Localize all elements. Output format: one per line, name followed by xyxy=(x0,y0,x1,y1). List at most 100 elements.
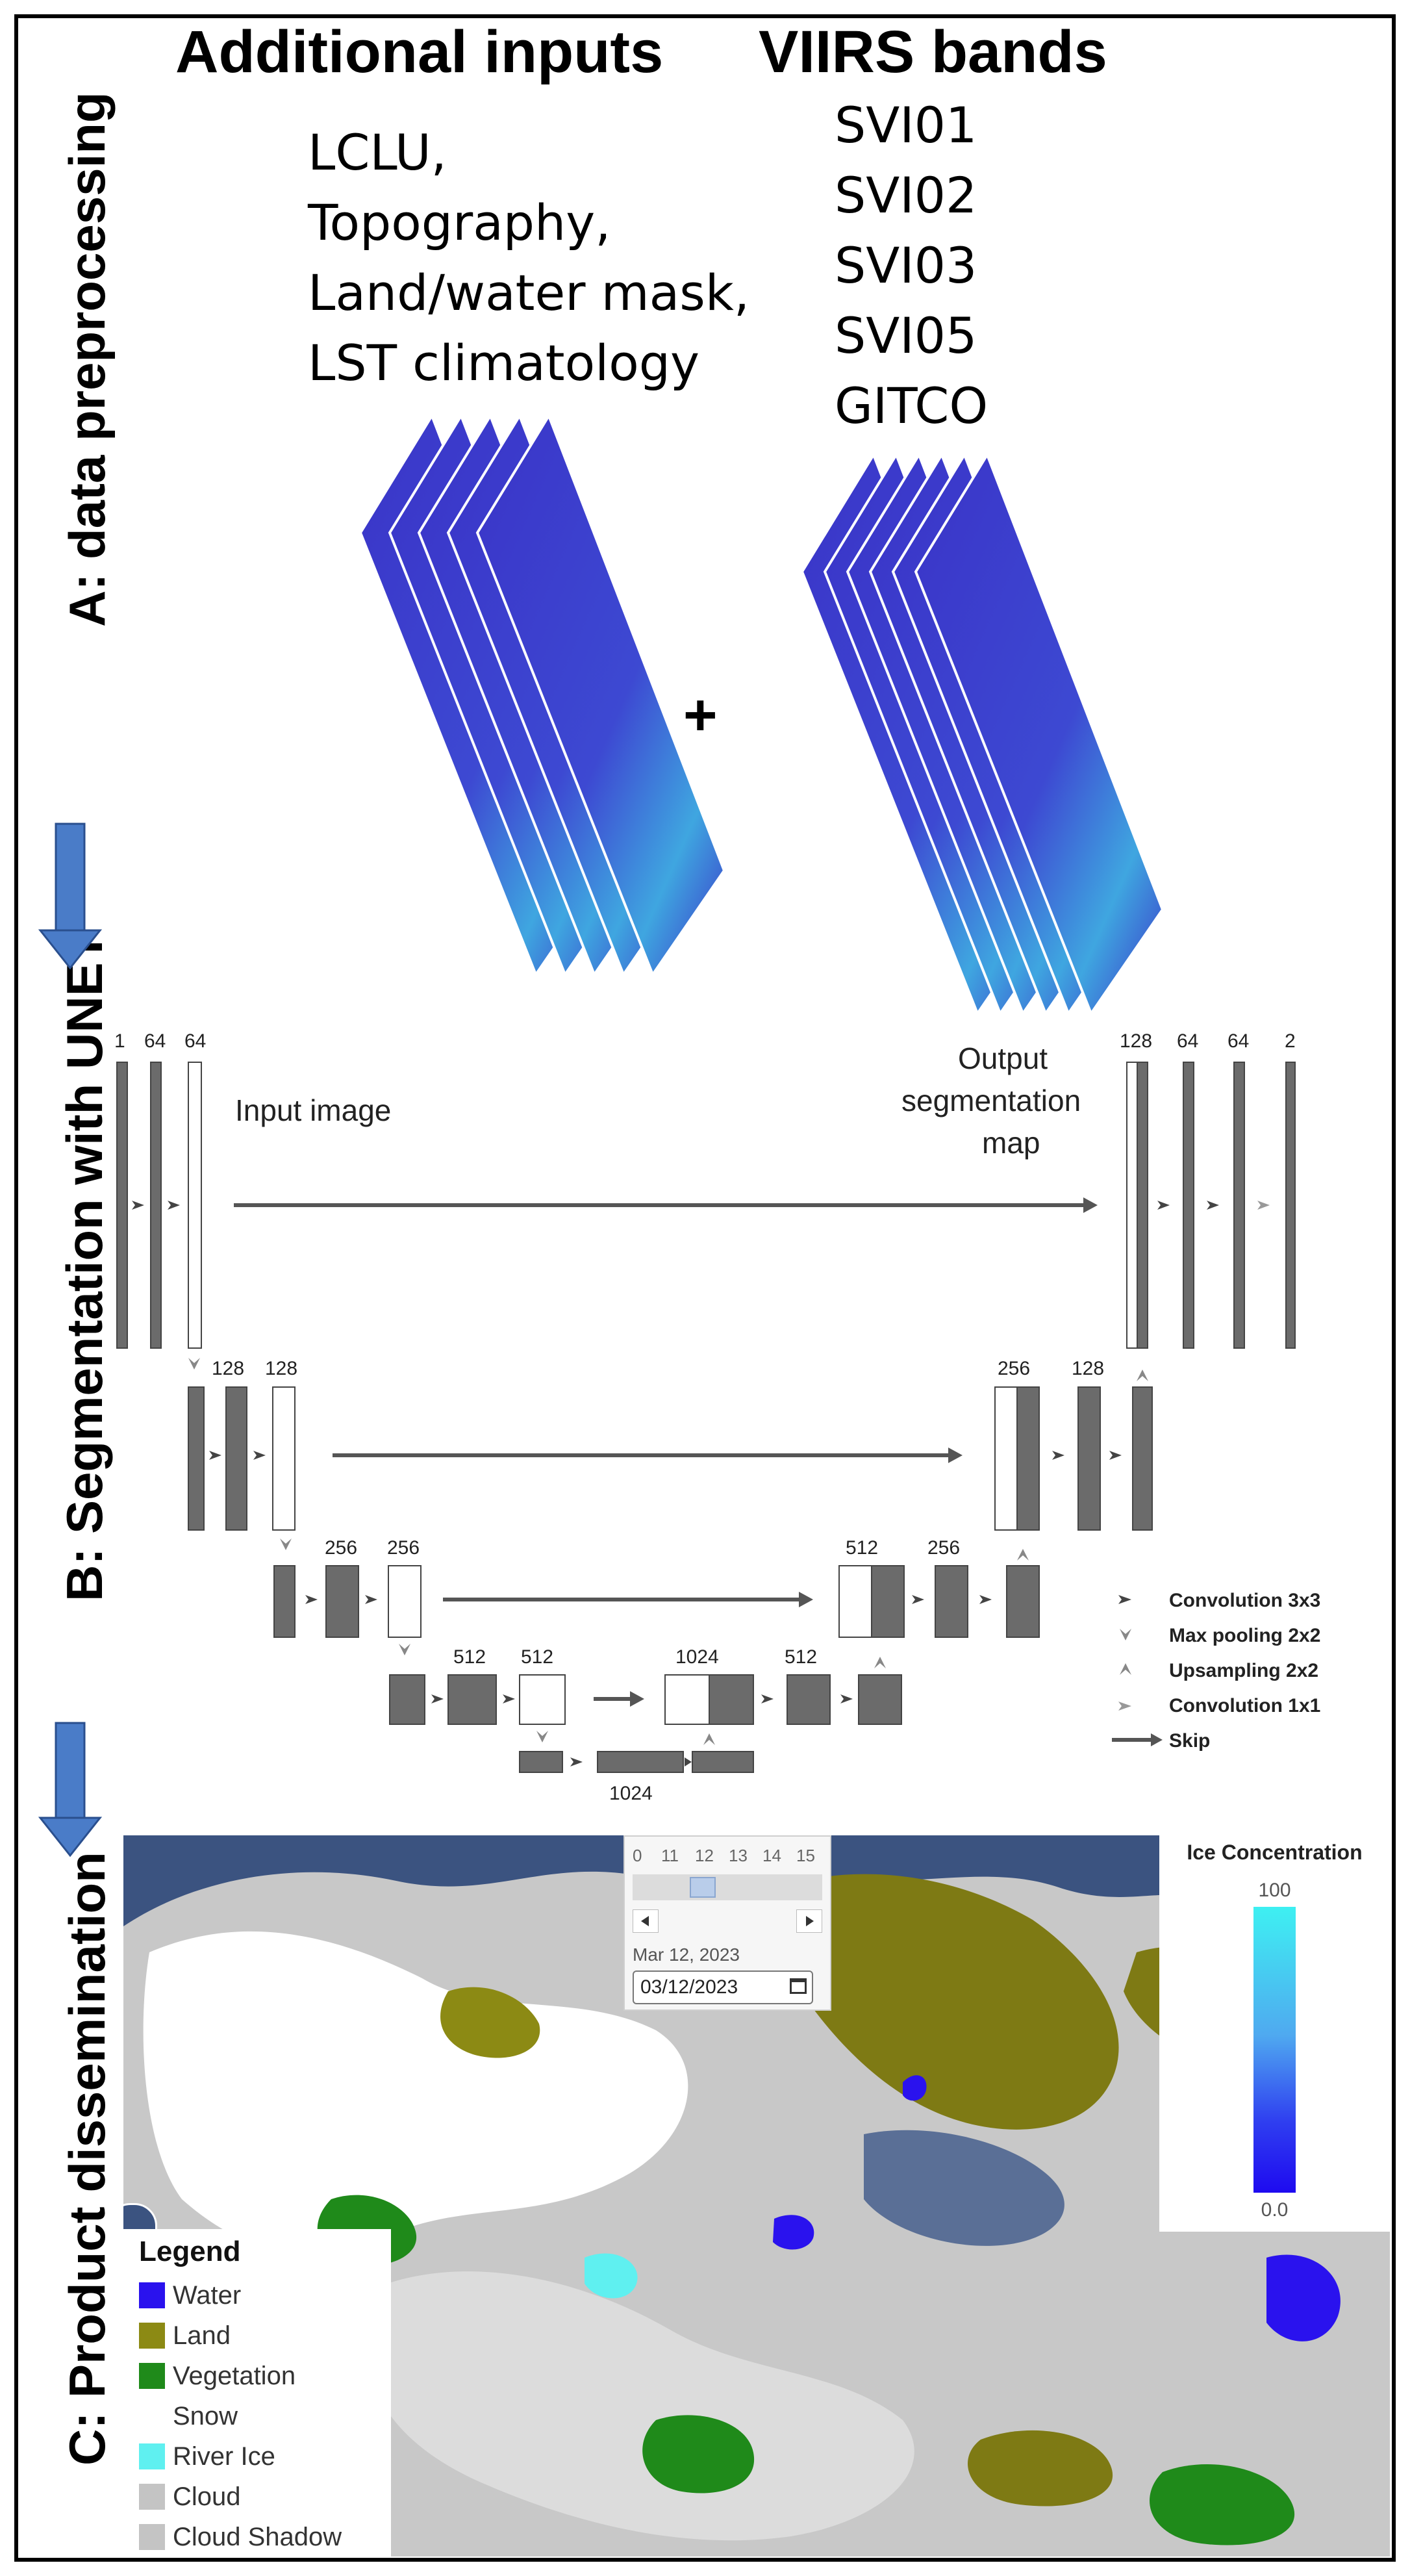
ice-concentration-title: Ice Concentration xyxy=(1187,1841,1363,1864)
conv-1x1-icon xyxy=(1118,1702,1131,1711)
unet-block xyxy=(273,1565,296,1638)
upsample-icon xyxy=(703,1733,715,1745)
unet-block-skip xyxy=(994,1386,1018,1531)
unet-block xyxy=(1285,1062,1296,1349)
channel-label: 2 xyxy=(1285,1030,1296,1052)
unet-block-skip xyxy=(388,1565,422,1638)
timeline-tick: 12 xyxy=(695,1846,714,1865)
channel-label: 64 xyxy=(1227,1030,1249,1052)
viirs-band-line: SVI02 xyxy=(835,166,977,224)
channel-label: 1024 xyxy=(675,1646,719,1668)
timeline-tick: 11 xyxy=(661,1846,679,1865)
plus-sign: + xyxy=(683,683,718,748)
legend-item: Vegetation xyxy=(139,2362,296,2390)
legend-item: Cloud Shadow xyxy=(139,2523,342,2551)
legend-label: Cloud Shadow xyxy=(173,2522,342,2551)
conv-3x3-arrow xyxy=(168,1201,180,1210)
conv-3x3-arrow xyxy=(253,1451,266,1460)
unet-block xyxy=(325,1565,359,1638)
timeline-handle[interactable] xyxy=(690,1877,716,1898)
upsample-icon xyxy=(1017,1549,1029,1561)
date-input-value: 03/12/2023 xyxy=(640,1976,738,1998)
unet-block xyxy=(1137,1062,1148,1349)
prev-date-button[interactable] xyxy=(633,1909,659,1933)
legend-swatch xyxy=(139,2282,165,2308)
legend-label: Snow xyxy=(173,2401,238,2430)
flow-arrow-a-to-b xyxy=(38,823,103,970)
channel-label: 256 xyxy=(998,1358,1030,1379)
legend-label: River Ice xyxy=(173,2442,275,2471)
conv-3x3-arrow xyxy=(570,1757,583,1766)
unet-block-skip xyxy=(838,1565,872,1638)
conv-3x3-arrow xyxy=(1109,1451,1122,1460)
unet-block xyxy=(1233,1062,1245,1349)
conv-3x3-icon xyxy=(1118,1595,1131,1604)
ice-color-ramp xyxy=(1253,1907,1296,2193)
conv-3x3-arrow xyxy=(761,1694,774,1703)
unet-block xyxy=(116,1062,128,1349)
max-pool-icon xyxy=(1120,1629,1131,1640)
channel-label: 256 xyxy=(927,1537,960,1559)
chevron-left-icon xyxy=(641,1916,649,1926)
viirs-band-line: GITCO xyxy=(835,377,988,435)
upsample-icon xyxy=(1137,1370,1148,1381)
legend-swatch xyxy=(139,2323,165,2349)
legend-upsampling: Upsampling 2x2 xyxy=(1169,1660,1318,1681)
calendar-icon[interactable] xyxy=(790,1978,807,1994)
conv-3x3-arrow xyxy=(209,1451,221,1460)
unet-block xyxy=(1077,1386,1101,1531)
conv-3x3-arrow xyxy=(979,1595,992,1604)
date-input[interactable]: 03/12/2023 xyxy=(633,1970,813,2004)
unet-block-skip xyxy=(188,1062,202,1349)
max-pool-icon xyxy=(188,1358,200,1370)
unet-legend: Convolution 3x3 Max pooling 2x2 Upsampli… xyxy=(1112,1590,1320,1752)
conv-3x3-arrow xyxy=(431,1694,444,1703)
legend-label: Cloud xyxy=(173,2482,241,2511)
channel-label: 512 xyxy=(521,1646,553,1668)
viirs-band-line: SVI03 xyxy=(835,236,977,294)
unet-block xyxy=(709,1674,754,1725)
unet-block xyxy=(871,1565,905,1638)
conv-3x3-arrow xyxy=(365,1595,377,1604)
legend-swatch xyxy=(139,2363,165,2389)
skip-icon-head xyxy=(1151,1733,1163,1746)
product-map[interactable]: 0 11 12 13 14 15 Mar 12, 2023 03/12/2023… xyxy=(123,1835,1390,2557)
additional-input-line: LCLU, xyxy=(308,123,447,181)
viirs-bands-heading: VIIRS bands xyxy=(759,19,1107,85)
conv-3x3-arrow xyxy=(840,1694,853,1703)
conv-3x3-arrow xyxy=(1157,1201,1170,1210)
output-label-line: segmentation xyxy=(901,1084,1081,1117)
channel-label: 1024 xyxy=(609,1783,653,1804)
max-pool-icon xyxy=(536,1731,548,1742)
unet-block xyxy=(1006,1565,1040,1638)
channel-label: 64 xyxy=(1177,1030,1198,1052)
date-caption: Mar 12, 2023 xyxy=(633,1945,740,1965)
channel-label: 512 xyxy=(453,1646,486,1668)
unet-block xyxy=(1132,1386,1153,1531)
additional-input-line: Land/water mask, xyxy=(308,264,749,322)
unet-block xyxy=(1183,1062,1194,1349)
date-picker-widget[interactable]: 0 11 12 13 14 15 Mar 12, 2023 03/12/2023 xyxy=(623,1835,831,2011)
additional-inputs-heading: Additional inputs xyxy=(175,19,664,85)
channel-label: 256 xyxy=(387,1537,420,1559)
unet-diagram: 1 64 64 128 128 256 256 512 512 1024 102… xyxy=(114,1030,1320,1804)
section-label-c: C: Product dissemination xyxy=(58,1852,116,2466)
unet-block xyxy=(447,1674,497,1725)
conv-1x1-arrow xyxy=(1257,1201,1270,1210)
channel-label: 512 xyxy=(785,1646,817,1668)
input-layer-stacks xyxy=(359,413,1165,1017)
timeline-track[interactable] xyxy=(633,1874,822,1900)
legend-swatch xyxy=(139,2524,165,2550)
viirs-band-line: SVI01 xyxy=(835,96,977,154)
legend-swatch xyxy=(139,2403,165,2429)
unet-block-skip xyxy=(519,1674,566,1725)
unet-block xyxy=(787,1674,831,1725)
conv-3x3-arrow xyxy=(912,1595,924,1604)
next-date-button[interactable] xyxy=(796,1909,822,1933)
timeline-tick: 15 xyxy=(796,1846,815,1865)
output-label-line: Output xyxy=(958,1041,1048,1075)
input-image-label: Input image xyxy=(235,1093,391,1127)
additional-inputs-stack xyxy=(359,413,726,978)
unet-block xyxy=(935,1565,968,1638)
upsample-icon xyxy=(1120,1663,1131,1675)
